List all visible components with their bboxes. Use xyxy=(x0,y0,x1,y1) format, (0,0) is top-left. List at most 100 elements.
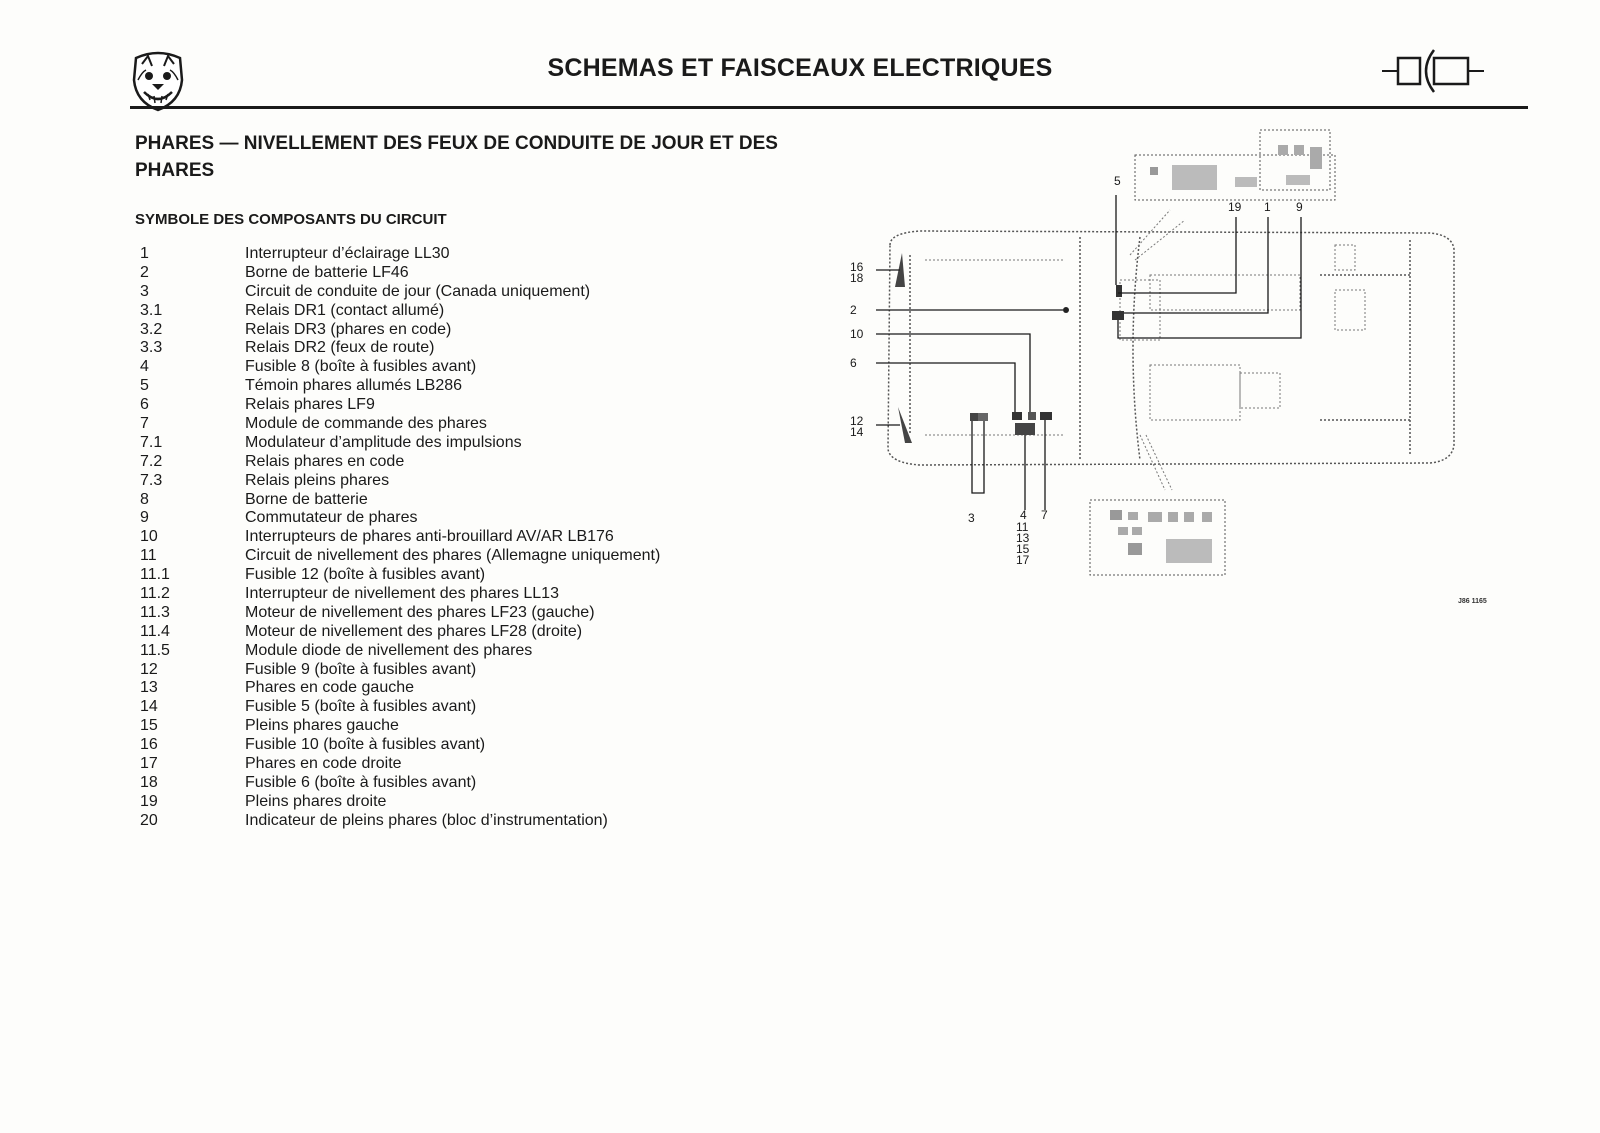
legend-item-label: Interrupteurs de phares anti-brouillard … xyxy=(245,528,614,546)
callout-6: 6 xyxy=(850,356,857,370)
legend-item: 9 Commutateur de phares xyxy=(140,509,660,528)
callout-9: 9 xyxy=(1296,200,1303,214)
legend-item-number: 11.3 xyxy=(140,603,170,621)
fuse-box-inset-bottom xyxy=(1089,499,1226,576)
legend-item-number: 12 xyxy=(140,660,158,678)
fuse-box-inset-top xyxy=(1134,129,1336,201)
legend-item-label: Relais pleins phares xyxy=(245,471,390,489)
callout-10: 10 xyxy=(850,327,864,341)
figure-reference-code: J86 1165 xyxy=(1458,598,1487,605)
legend-item-number: 20 xyxy=(140,811,158,829)
legend-item-number: 15 xyxy=(140,717,158,735)
legend-item-label: Borne de batterie LF46 xyxy=(245,263,409,281)
legend-item-number: 11 xyxy=(140,547,157,565)
legend-item-label: Pleins phares droite xyxy=(245,792,387,810)
jaguar-head-icon xyxy=(132,51,184,112)
legend-item-number: 3.3 xyxy=(140,339,163,357)
legend-item-label: Interrupteur de nivellement des phares L… xyxy=(245,585,559,603)
legend-item: 10 Interrupteurs de phares anti-brouillar… xyxy=(140,528,660,547)
page-header-title: SCHEMAS ET FAISCEAUX ELECTRIQUES xyxy=(547,54,1053,82)
legend-item-number: 9 xyxy=(140,509,149,527)
legend-item: 18 Fusible 6 (boîte à fusibles avant) xyxy=(140,774,660,793)
legend-item-number: 11.5 xyxy=(140,641,170,659)
legend-item-number: 10 xyxy=(140,528,158,546)
legend-item-number: 3 xyxy=(140,282,149,300)
callout-1: 1 xyxy=(1264,200,1271,214)
legend-item-label: Moteur de nivellement des phares LF23 (g… xyxy=(245,603,595,621)
legend-item-label: Relais DR1 (contact allumé) xyxy=(245,301,445,319)
legend-item: 8 Borne de batterie xyxy=(140,491,660,510)
legend-item-number: 1 xyxy=(140,245,149,262)
interior-details xyxy=(925,209,1366,491)
legend-item-label: Borne de batterie xyxy=(245,490,368,508)
connector-symbol-icon xyxy=(1382,49,1484,93)
legend-item-label: Phares en code gauche xyxy=(245,679,415,697)
legend-item-label: Témoin phares allumés LB286 xyxy=(245,377,463,395)
legend-item: 3.2 Relais DR3 (phares en code) xyxy=(140,321,660,340)
legend-item: 11.5 Module diode de nivellement des phar… xyxy=(140,642,660,661)
callout-4: 4 xyxy=(1020,508,1027,522)
battery-terminal-2 xyxy=(1063,307,1069,313)
legend-item-number: 8 xyxy=(140,490,149,508)
section-title: PHARES — NIVELLEMENT DES FEUX DE CONDUIT… xyxy=(135,133,778,181)
legend-item-label: Indicateur de pleins phares (bloc d’inst… xyxy=(245,811,608,829)
callout-12: 12 xyxy=(850,414,864,428)
legend-item-number: 2 xyxy=(140,263,149,281)
legend-item-number: 14 xyxy=(140,698,158,716)
legend-item-label: Fusible 10 (boîte à fusibles avant) xyxy=(245,736,486,754)
component-3b-relay xyxy=(978,413,988,421)
legend-item: 7.3 Relais pleins phares xyxy=(140,472,660,491)
legend-item-label: Circuit de conduite de jour (Canada uniq… xyxy=(245,282,591,300)
callout-17: 17 xyxy=(1016,553,1030,567)
legend-item-label: Relais DR3 (phares en code) xyxy=(245,320,452,338)
legend-item-number: 7.2 xyxy=(140,452,163,470)
legend-item-label: Module diode de nivellement des phares xyxy=(245,641,533,659)
component-6-relay xyxy=(1012,412,1022,420)
callout-leader-lines xyxy=(876,195,1302,510)
legend-item: 11.2 Interrupteur de nivellement des phar… xyxy=(140,585,660,604)
right-headlamp xyxy=(898,407,912,443)
callout-15: 15 xyxy=(1016,542,1030,556)
legend-item-number: 7 xyxy=(140,415,149,433)
legend-item-label: Fusible 6 (boîte à fusibles avant) xyxy=(245,773,477,791)
legend-item: 7.1 Modulateur d’amplitude des impulsions xyxy=(140,434,660,453)
legend-item-label: Modulateur d’amplitude des impulsions xyxy=(245,433,522,451)
legend-item-label: Interrupteur d’éclairage LL30 xyxy=(245,245,450,262)
legend-item-number: 19 xyxy=(140,792,158,810)
legend-item-number: 3.2 xyxy=(140,320,163,338)
callout-5: 5 xyxy=(1114,174,1121,188)
legend-item-label: Fusible 12 (boîte à fusibles avant) xyxy=(245,566,486,584)
callout-18: 18 xyxy=(850,271,864,285)
legend-item-label: Fusible 9 (boîte à fusibles avant) xyxy=(245,660,477,678)
legend-item-number: 18 xyxy=(140,773,158,791)
callout-3: 3 xyxy=(968,511,975,525)
legend-item-number: 7.1 xyxy=(140,433,163,451)
component-5-lamp xyxy=(1116,285,1122,297)
component-3-relay xyxy=(970,413,984,421)
legend-item-label: Relais phares LF9 xyxy=(245,396,375,414)
callout-13: 13 xyxy=(1016,531,1030,545)
legend-item-number: 17 xyxy=(140,755,158,773)
legend-item-number: 11.2 xyxy=(140,585,170,603)
callout-2: 2 xyxy=(850,303,857,317)
legend-item-label: Pleins phares gauche xyxy=(245,717,399,735)
legend-item: 11.3 Moteur de nivellement des phares LF2… xyxy=(140,604,660,623)
legend-item: 19 Pleins phares droite xyxy=(140,793,660,812)
legend-item: 12 Fusible 9 (boîte à fusibles avant) xyxy=(140,661,660,680)
legend-item-number: 7.3 xyxy=(140,471,163,489)
header-rule xyxy=(130,106,1528,109)
callout-11: 11 xyxy=(1016,520,1029,534)
callout-7: 7 xyxy=(1041,508,1048,522)
legend-item-label: Commutateur de phares xyxy=(245,509,418,527)
component-10-switch xyxy=(1028,412,1036,420)
callout-16: 16 xyxy=(850,260,864,274)
